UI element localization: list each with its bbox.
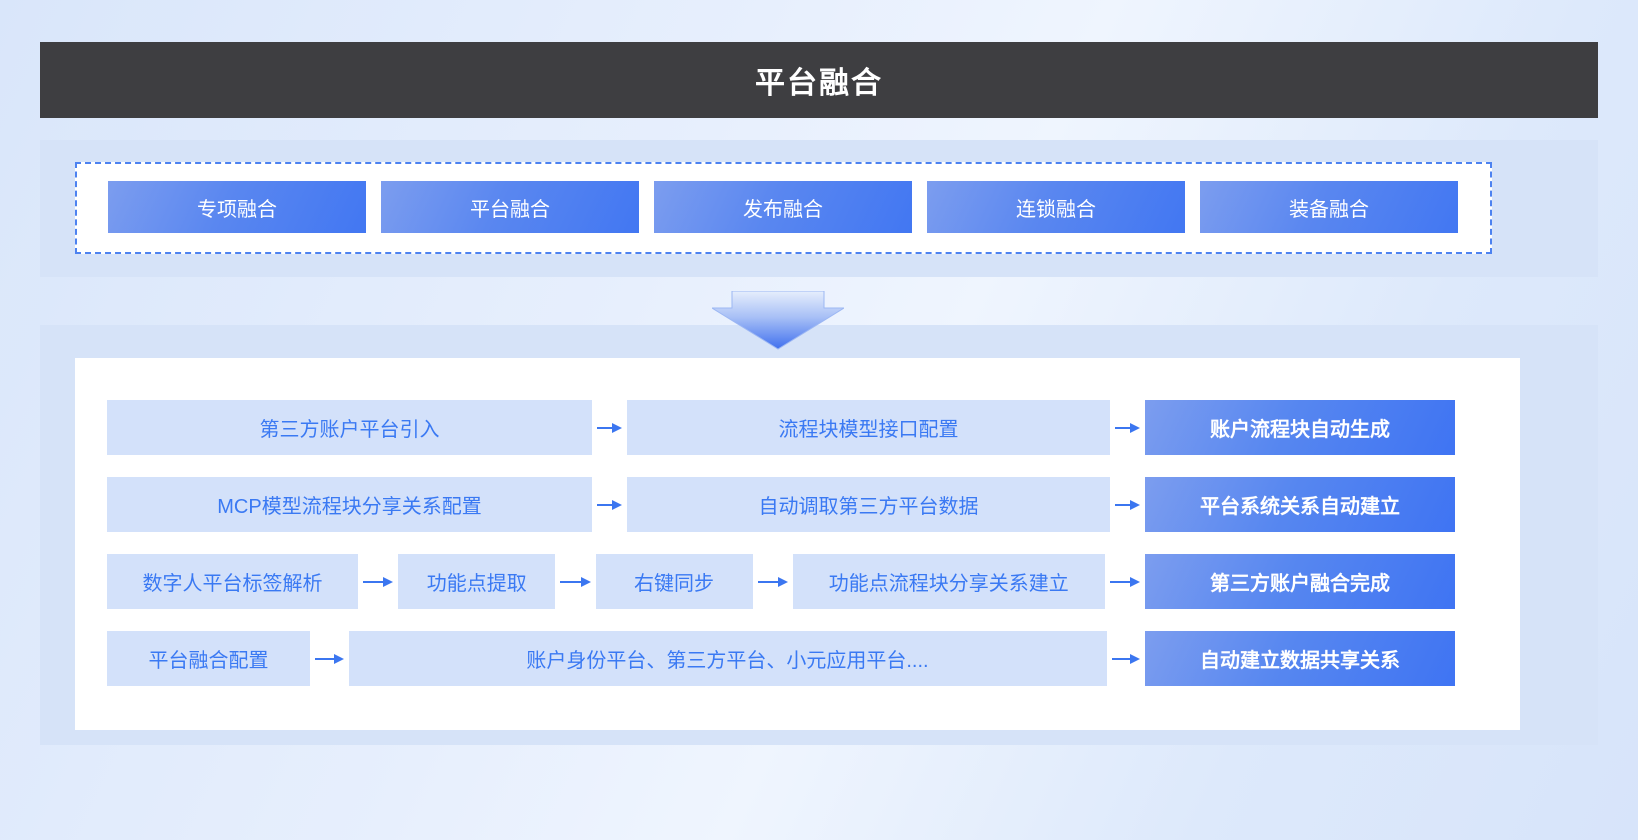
flow-row-3: 数字人平台标签解析 功能点提取 右键同步 功能点流程块分享关系建立 第三方账户融…: [107, 554, 1455, 609]
arrow-right-icon: [1105, 554, 1145, 609]
flow-row-4: 平台融合配置 账户身份平台、第三方平台、小元应用平台.... 自动建立数据共享关…: [107, 631, 1455, 686]
arrow-right-icon: [1107, 631, 1146, 686]
flow-result: 平台系统关系自动建立: [1145, 477, 1455, 532]
tabs-dashed-container: 专项融合 平台融合 发布融合 连锁融合 装备融合: [75, 162, 1492, 254]
arrow-right-icon: [1110, 477, 1145, 532]
tab-equipment-fusion[interactable]: 装备融合: [1200, 181, 1458, 233]
arrow-right-icon: [310, 631, 349, 686]
flow-result: 自动建立数据共享关系: [1145, 631, 1455, 686]
flow-panel: 第三方账户平台引入 流程块模型接口配置 账户流程块自动生成 MCP模型流程块分享…: [75, 358, 1520, 730]
arrow-down-icon: [710, 290, 846, 351]
arrow-right-icon: [592, 477, 627, 532]
flow-step: 平台融合配置: [107, 631, 310, 686]
arrow-right-icon: [1110, 400, 1145, 455]
page-title: 平台融合: [755, 67, 883, 100]
flow-row-2: MCP模型流程块分享关系配置 自动调取第三方平台数据 平台系统关系自动建立: [107, 477, 1455, 532]
flow-step: 右键同步: [595, 554, 753, 609]
flow-step: 自动调取第三方平台数据: [627, 477, 1110, 532]
tab-publish-fusion[interactable]: 发布融合: [654, 181, 912, 233]
title-bar: 平台融合: [40, 42, 1598, 118]
arrow-right-icon: [555, 554, 595, 609]
flow-step: 流程块模型接口配置: [627, 400, 1110, 455]
arrow-right-icon: [358, 554, 398, 609]
arrow-right-icon: [592, 400, 627, 455]
fusion-tabs-section: 专项融合 平台融合 发布融合 连锁融合 装备融合: [40, 140, 1598, 277]
flow-step: MCP模型流程块分享关系配置: [107, 477, 592, 532]
flow-step: 账户身份平台、第三方平台、小元应用平台....: [348, 631, 1107, 686]
tab-chain-fusion[interactable]: 连锁融合: [927, 181, 1185, 233]
flow-result: 账户流程块自动生成: [1145, 400, 1455, 455]
flow-section: 第三方账户平台引入 流程块模型接口配置 账户流程块自动生成 MCP模型流程块分享…: [40, 325, 1598, 745]
flow-row-1: 第三方账户平台引入 流程块模型接口配置 账户流程块自动生成: [107, 400, 1455, 455]
flow-step: 功能点提取: [398, 554, 556, 609]
tabs-row: 专项融合 平台融合 发布融合 连锁融合 装备融合: [108, 181, 1458, 233]
arrow-right-icon: [753, 554, 793, 609]
tab-platform-fusion[interactable]: 平台融合: [381, 181, 639, 233]
flow-step: 第三方账户平台引入: [107, 400, 592, 455]
flow-step: 功能点流程块分享关系建立: [792, 554, 1105, 609]
flow-step: 数字人平台标签解析: [107, 554, 358, 609]
flow-result: 第三方账户融合完成: [1145, 554, 1455, 609]
tab-special-fusion[interactable]: 专项融合: [108, 181, 366, 233]
